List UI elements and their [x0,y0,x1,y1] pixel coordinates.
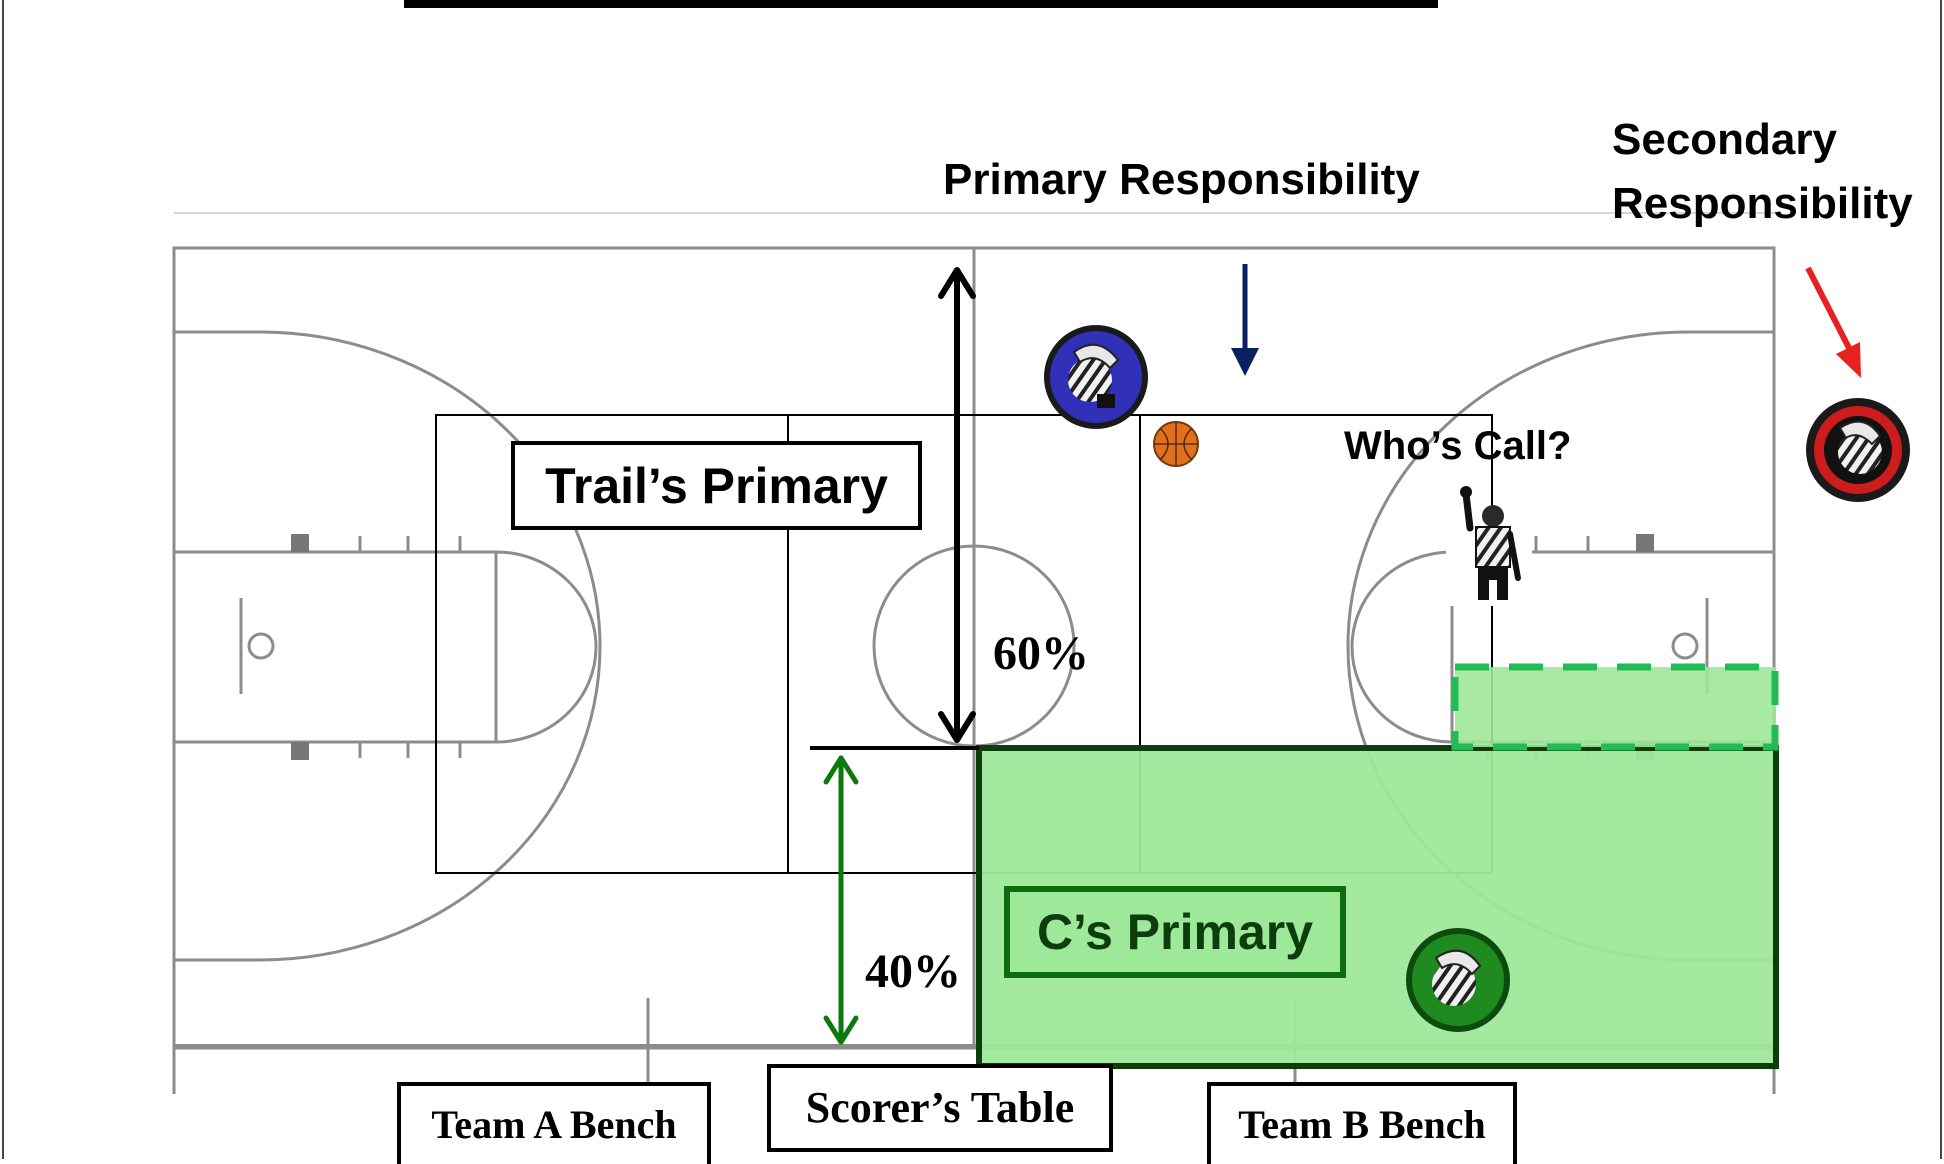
forty-percent-label: 40% [865,945,961,998]
secondary-responsibility-label-line1: Secondary [1612,115,1837,164]
primary-down-arrow-icon [1231,264,1259,376]
sixty-percent-arrow [938,267,976,743]
secondary-diagonal-arrow-icon [1805,266,1861,378]
lead-official-disc-icon [1806,398,1910,502]
primary-responsibility-label: Primary Responsibility [943,155,1420,204]
trails-primary-label: Trail’s Primary [511,441,922,530]
left-free-throw-arc [495,550,598,744]
right-free-throw-arc [1350,550,1453,744]
forty-percent-arrow [823,755,859,1045]
secondary-zone [1451,663,1779,751]
referee-signaling-icon [1446,486,1532,606]
sixty-percent-label: 60% [993,627,1089,680]
basketball-icon [1153,421,1199,467]
scorers-table-label: Scorer’s Table [767,1064,1113,1152]
left-lane-hashes [358,536,462,758]
team-a-bench-label: Team A Bench [397,1082,711,1164]
right-rim [1671,632,1699,660]
center-official-disc-icon [1406,928,1510,1032]
cs-primary-label: C’s Primary [1004,886,1346,978]
whos-call-label: Who’s Call? [1344,424,1572,468]
trail-official-disc-icon [1044,325,1148,429]
top-title-bar [404,0,1438,8]
left-three-point-arc [174,330,602,962]
team-b-bench-label: Team B Bench [1207,1082,1517,1164]
left-key [172,550,498,744]
secondary-responsibility-label-line2: Responsibility [1612,179,1913,228]
left-rim [247,632,275,660]
